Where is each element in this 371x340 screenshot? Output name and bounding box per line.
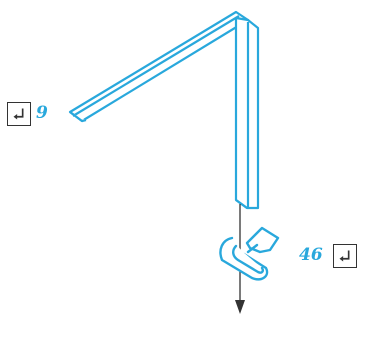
return-key-icon (333, 244, 357, 268)
step-number-label: 9 (36, 103, 48, 123)
folded-bar-left-arm (68, 10, 250, 123)
return-key-icon (7, 102, 31, 126)
step-number-label: 46 (299, 245, 323, 265)
paper-clip (219, 226, 280, 281)
folded-bar-vertical-arm (234, 16, 260, 210)
